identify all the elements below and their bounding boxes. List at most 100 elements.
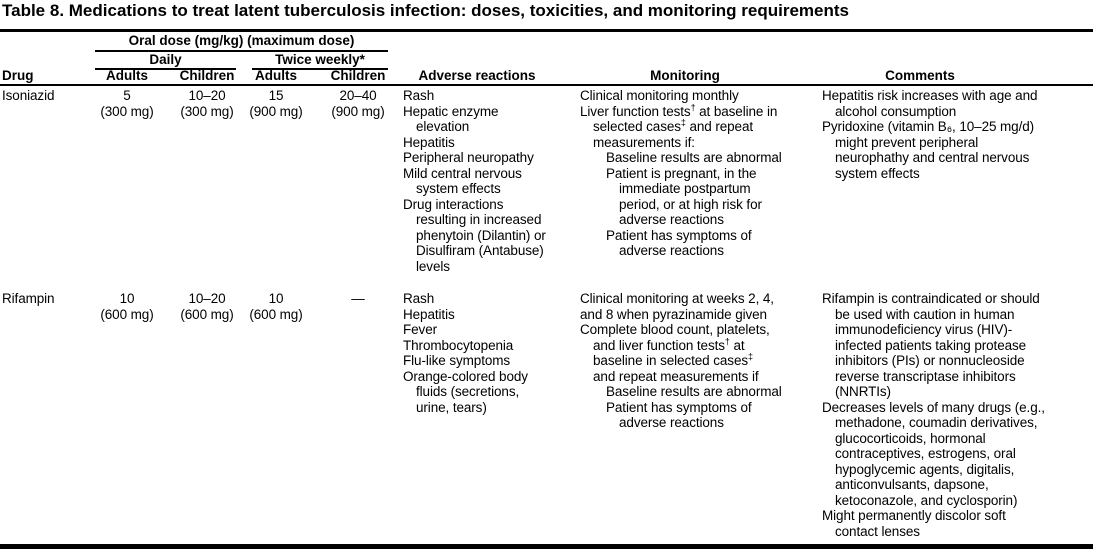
text-line: Might permanently discolor soft [822, 508, 1006, 523]
text-line: immediate postpartum [619, 181, 751, 196]
text-line: (NNRTIs) [835, 384, 891, 399]
text-line: Disulfiram (Antabuse) [416, 243, 544, 258]
text-line: Complete blood count, platelets, [580, 322, 770, 337]
text-line: alcohol consumption [835, 103, 957, 119]
text-line: — [351, 291, 365, 306]
text-line: ketoconazole, and cyclosporin) [835, 492, 1018, 508]
dose-cell-daily-adults: 10(600 mg) [87, 291, 167, 322]
text-line: levels [416, 258, 450, 274]
header-bottom-rule [0, 84, 1093, 86]
text-line: Drug interactions [403, 196, 504, 212]
text-line: neurophathy and central nervous [835, 150, 1030, 165]
text-line: Orange-colored body [403, 368, 528, 384]
children-column-header-twice-weekly: Children [330, 68, 386, 83]
text-line: Baseline results are abnormal [606, 384, 782, 399]
text-line: and repeat measurements if [593, 368, 759, 384]
comments-column-header: Comments [885, 68, 955, 83]
text-line: Hepatitis risk increases with age and [822, 88, 1038, 103]
adults-column-header-daily: Adults [106, 68, 148, 83]
text-line: Clinical monitoring monthly [580, 88, 739, 103]
text-line: (600 mg) [180, 306, 234, 322]
text-line: Rifampin [2, 291, 55, 306]
top-rule [0, 29, 1093, 32]
dose-cell-daily-adults: 5(300 mg) [87, 88, 167, 119]
text-line: contact lenses [835, 523, 920, 539]
text-line: baseline in selected cases‡ [593, 351, 753, 368]
text-line: measurements if: [593, 134, 695, 150]
text-line: period, or at high risk for [619, 196, 762, 212]
double-dagger-footnote-marker: ‡ [680, 117, 686, 128]
dagger-footnote-marker: † [724, 336, 730, 346]
text-line: Hepatitis [403, 306, 455, 322]
text-line: hypoglycemic agents, digitalis, [835, 461, 1015, 477]
dose-cell-twice-weekly-adults: 10(600 mg) [236, 291, 316, 322]
text-line: might prevent peripheral [835, 134, 979, 150]
text-line: Rash [403, 88, 435, 103]
text-line: Patient has symptoms of [606, 399, 752, 415]
twice-weekly-rule [252, 68, 388, 70]
text-line: urine, tears) [416, 399, 487, 415]
dose-cell-twice-weekly-children: — [318, 291, 398, 307]
text-line: infected patients taking protease [835, 337, 1027, 353]
text-line: system effects [416, 181, 501, 196]
dagger-footnote-marker: † [690, 102, 696, 112]
text-line: and 8 when pyrazinamide given [580, 306, 767, 322]
double-dagger-footnote-marker: ‡ [748, 351, 753, 362]
text-line: Patient is pregnant, in the [606, 165, 757, 181]
monitoring-column-header: Monitoring [650, 68, 720, 83]
text-line: Rifampin is contraindicated or should [822, 291, 1040, 306]
text-line: adverse reactions [619, 243, 724, 258]
dose-cell-daily-children: 10–20(300 mg) [167, 88, 247, 119]
text-line: contraceptives, estrogens, oral [835, 446, 1016, 461]
text-line: Pyridoxine (vitamin B₆, 10–25 mg/d) [822, 119, 1035, 134]
dose-cell-daily-children: 10–20(600 mg) [167, 291, 247, 322]
drug-name-cell: Isoniazid [2, 88, 54, 104]
text-line: elevation [416, 119, 470, 134]
text-line: (300 mg) [180, 103, 234, 119]
text-line: Clinical monitoring at weeks 2, 4, [580, 291, 774, 306]
daily-rule [95, 68, 236, 70]
text-line: Isoniazid [2, 88, 55, 103]
table-title: Table 8. Medications to treat latent tub… [2, 1, 849, 20]
text-line: 10–20 [188, 88, 226, 103]
text-line: Liver function tests† at baseline in [580, 102, 778, 119]
text-line: anticonvulsants, dapsone, [835, 477, 989, 492]
children-column-header-daily: Children [179, 68, 235, 83]
text-line: resulting in increased [416, 212, 542, 227]
text-line: inhibitors (PIs) or nonnucleoside [835, 353, 1025, 368]
monitoring-cell: Clinical monitoring at weeks 2, 4,and 8 … [580, 291, 815, 431]
drug-column-header: Drug [2, 68, 34, 83]
text-line: (600 mg) [249, 306, 303, 322]
text-line: Rash [403, 291, 435, 306]
text-line: Fever [403, 322, 438, 337]
text-line: fluids (secretions, [416, 384, 520, 399]
dose-cell-twice-weekly-children: 20–40(900 mg) [318, 88, 398, 119]
text-line: be used with caution in human [835, 306, 1015, 322]
text-line: Patient has symptoms of [606, 227, 752, 243]
text-line: (300 mg) [100, 103, 154, 119]
text-line: (900 mg) [331, 103, 385, 119]
text-line: immunodeficiency virus (HIV)- [835, 322, 1013, 337]
text-line: reverse transcriptase inhibitors [835, 368, 1016, 384]
text-line: Hepatitis [403, 134, 455, 150]
text-line: adverse reactions [619, 212, 724, 227]
text-line: glucocorticoids, hormonal [835, 430, 986, 446]
bottom-rule [0, 544, 1093, 549]
text-line: 10 [268, 291, 284, 306]
text-line: and liver function tests† at [593, 336, 745, 353]
oral-dose-group-rule [95, 50, 388, 52]
text-line: system effects [835, 165, 920, 181]
text-line: 5 [123, 88, 131, 103]
text-line: Thrombocytopenia [403, 337, 514, 353]
daily-subheader: Daily [149, 52, 182, 67]
drug-name-cell: Rifampin [2, 291, 55, 307]
oral-dose-group-header: Oral dose (mg/kg) (maximum dose) [128, 33, 355, 48]
text-line: selected cases‡ and repeat [593, 117, 754, 134]
text-line: Flu-like symptoms [403, 353, 511, 368]
text-line: 10 [119, 291, 135, 306]
